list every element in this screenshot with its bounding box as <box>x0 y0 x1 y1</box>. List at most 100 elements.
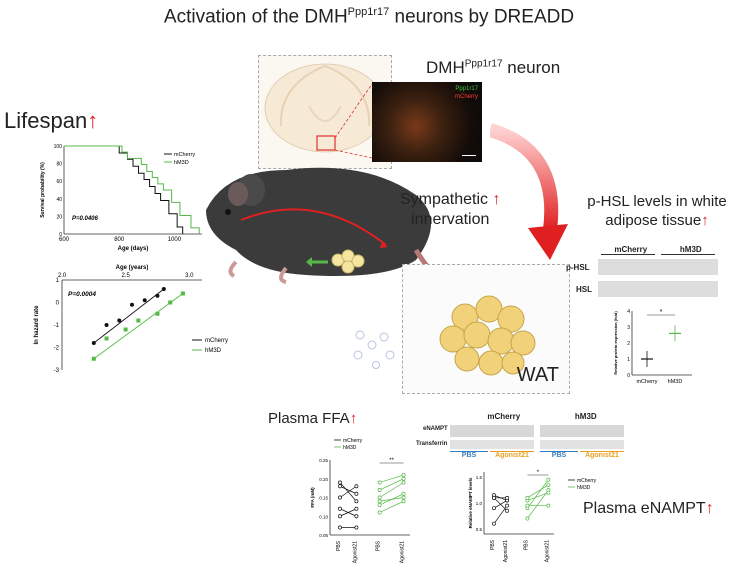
y-tick-label: -2 <box>54 346 60 352</box>
hazard-point-mcherry <box>155 293 160 298</box>
zoom-lines <box>334 83 373 159</box>
y-axis-label: Relative eNAMPT levels <box>468 477 473 528</box>
pair-point <box>492 506 496 511</box>
y-axis-label: ln hazard rate <box>34 305 40 345</box>
enampt-band-strip-mcherry <box>450 425 534 437</box>
legend-label: mCherry <box>205 338 228 344</box>
hazard-point-hm3d <box>91 356 96 361</box>
dmh-highlight-box <box>316 135 336 151</box>
pair-point <box>338 506 342 511</box>
sig-label: * <box>660 309 663 316</box>
pair-point <box>354 525 359 530</box>
pair-point <box>492 521 496 526</box>
pair-point <box>338 514 342 519</box>
x-tick-label: mCherry <box>636 379 657 385</box>
hsl-row-label: HSL <box>576 285 592 294</box>
pair-point <box>338 495 342 500</box>
mouse-illustration <box>206 167 496 313</box>
x-tick-label: hM3D <box>668 379 683 385</box>
pair-point <box>338 480 342 485</box>
y-tick-label: 0.5 <box>476 527 483 532</box>
pair-point <box>377 488 382 492</box>
legend-label: mCherry <box>174 152 195 158</box>
y-tick-label: 1.0 <box>476 501 483 506</box>
pair-point <box>377 480 382 485</box>
pair-point <box>401 495 406 500</box>
pair-point <box>401 473 406 477</box>
x-tick-label: 3.0 <box>185 273 194 279</box>
pair-line-hm3d <box>379 497 404 502</box>
hazard-point-mcherry <box>104 323 109 327</box>
title-main: Activation of the DMH <box>163 6 348 28</box>
pair-point <box>377 510 382 515</box>
x-tick-label: 600 <box>59 237 70 243</box>
y-tick-label: 0.25 <box>319 458 328 463</box>
title-sup: Ppp1r17 <box>347 6 390 18</box>
legend-label: hM3D <box>343 445 357 451</box>
hazard-point-hm3d <box>180 291 185 296</box>
enampt-row-label: eNAMPT <box>423 426 448 432</box>
y-tick-label: 100 <box>54 144 63 150</box>
secretion-bubbles-icon <box>353 330 395 369</box>
wat-label: WAT <box>516 364 559 386</box>
mouse-eye-icon <box>225 209 231 215</box>
pair-point <box>401 491 406 496</box>
legend-label: hM3D <box>174 160 189 166</box>
pair-line-mcherry <box>493 505 508 524</box>
x-tick-label: Agonist21 <box>503 540 509 562</box>
plasma-enampt-label: Plasma eNAMPT↑ <box>583 500 714 517</box>
survival-line-hm3d <box>64 145 200 234</box>
y-tick-label: 0 <box>627 373 630 379</box>
x-tick-label: 2.0 <box>58 273 67 279</box>
pair-point <box>354 514 359 519</box>
figure-title: Activation of the DMHPpp1r17 neurons by … <box>0 6 738 28</box>
y-axis-label: Survival probability (%) <box>40 162 46 218</box>
pair-line-mcherry <box>339 485 357 498</box>
sympathetic-label: Sympathetic ↑ innervation <box>400 191 501 228</box>
transferrin-row-label: Transferrin <box>416 441 448 447</box>
y-axis-label: FFA (mM) <box>310 487 315 508</box>
pair-point <box>354 484 359 489</box>
pair-point <box>492 495 496 500</box>
micro-label-ppp1r17: Ppp1r17 <box>455 86 478 92</box>
pair-line-hm3d <box>379 482 404 498</box>
x-tick-label: Agonist21 <box>544 540 550 562</box>
y-tick-label: 1.5 <box>476 475 483 480</box>
sig-label: ** <box>389 458 394 464</box>
y-tick-label: 80 <box>56 162 62 168</box>
pair-point <box>401 499 406 504</box>
y-tick-label: 0 <box>59 232 62 238</box>
x-axis-label: Age (days) <box>118 246 149 252</box>
x-tick-label: PBS <box>376 540 382 551</box>
x-tick-label: Agonist21 <box>352 541 358 563</box>
fit-line-hm3d <box>93 293 184 360</box>
brain-panel <box>258 55 392 169</box>
p-value-label: P=0.0406 <box>72 216 99 222</box>
hazard-point-hm3d <box>168 300 173 305</box>
x-tick-label: 2.5 <box>121 273 130 279</box>
pair-line-hm3d <box>527 489 549 519</box>
pair-point <box>525 503 530 508</box>
pair-point <box>546 477 551 482</box>
y-axis-label: Relative protein expression (fold) <box>613 311 618 375</box>
pair-point <box>354 491 359 496</box>
y-tick-label: 3 <box>627 325 630 331</box>
hazard-point-hm3d <box>155 311 160 316</box>
x-tick-label: Agonist21 <box>400 541 406 563</box>
hsl-band-strip <box>598 281 718 297</box>
y-tick-label: 60 <box>56 179 62 185</box>
lifespan-label: Lifespan↑ <box>4 108 99 133</box>
hazard-point-hm3d <box>123 327 128 332</box>
adipose-icon <box>331 249 365 274</box>
adipocyte-cluster-icon <box>439 295 536 376</box>
pair-line-hm3d <box>379 478 404 491</box>
y-tick-label: 0.15 <box>319 496 328 501</box>
neuron-label: DMHPpp1r17 neuron <box>426 58 561 77</box>
hazard-point-hm3d <box>104 336 109 341</box>
y-tick-label: 0.05 <box>319 533 328 538</box>
hazard-point-mcherry <box>117 318 122 323</box>
fit-line-mcherry <box>93 288 165 344</box>
